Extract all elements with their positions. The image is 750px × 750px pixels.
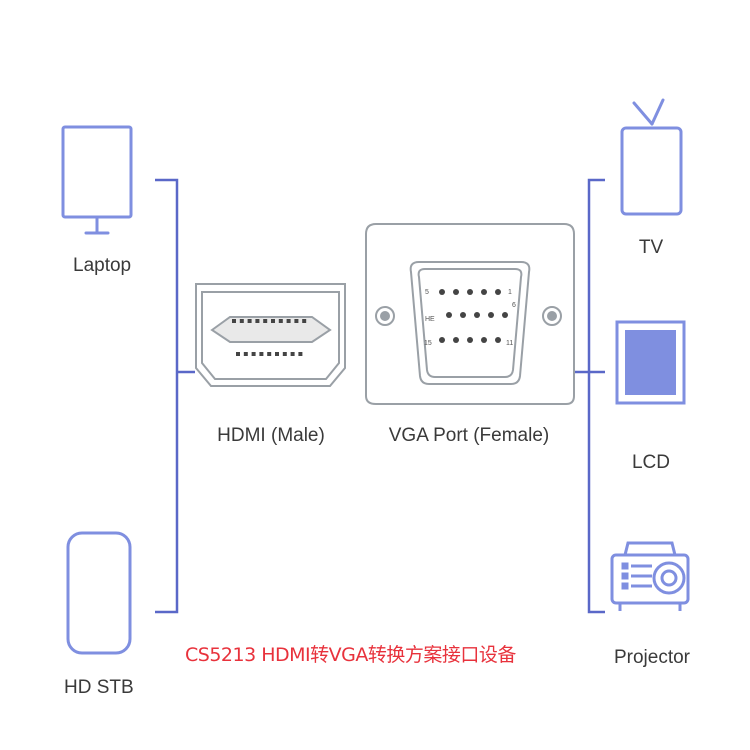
hdmi-pin: [255, 319, 260, 323]
projector-label: Projector: [613, 647, 691, 668]
vga-pin: [446, 312, 452, 318]
hdmi-pin: [232, 319, 236, 323]
vga-pins: [439, 289, 508, 343]
caption: CS5213 HDMI转VGA转换方案接口设备: [185, 644, 516, 666]
vga-pin: [495, 337, 501, 343]
vga-pin: [488, 312, 494, 318]
hdmi-pin: [247, 319, 252, 323]
lcd-label: LCD: [631, 452, 671, 473]
vga-pin: [474, 312, 480, 318]
hdmi-label: HDMI (Male): [217, 425, 325, 446]
vga-pin-label-11: 11: [506, 340, 513, 347]
vga-pin: [467, 337, 473, 343]
vga-pin-label-10: HE: [425, 316, 435, 323]
vga-label: VGA Port (Female): [388, 425, 550, 446]
hdmi-pin: [282, 352, 287, 356]
vga-pin-labels: 5 1 HE 6 15 11: [424, 289, 516, 347]
hdmi-pins: [232, 319, 307, 356]
vga-pin: [460, 312, 466, 318]
hdmi-pin: [236, 352, 240, 356]
vga-pin: [481, 289, 487, 295]
vga-pin-label-1: 1: [508, 289, 512, 296]
hdmi-pin: [298, 352, 303, 356]
vga-pin: [453, 337, 459, 343]
vga-pin: [439, 289, 445, 295]
hdmi-pin: [243, 352, 248, 356]
hdmi-pin: [302, 319, 307, 323]
vga-port-icon: [365, 223, 575, 405]
right-bracket: [573, 178, 605, 614]
vga-pin-label-5: 5: [425, 289, 429, 296]
hdmi-pin: [275, 352, 279, 356]
hdmi-pin: [294, 319, 299, 323]
vga-pin-label-15: 15: [424, 340, 432, 347]
hd-stb-icon: [66, 531, 132, 655]
hdmi-pin: [290, 352, 295, 356]
tv-icon: [620, 98, 683, 216]
hdmi-pin: [278, 319, 283, 323]
left-bracket: [155, 178, 195, 614]
vga-pin: [439, 337, 445, 343]
vga-pin: [453, 289, 459, 295]
hdmi-pin: [263, 319, 268, 323]
hdmi-pin: [286, 319, 291, 323]
hdmi-pin: [239, 319, 244, 323]
hd-stb-label: HD STB: [64, 677, 134, 698]
vga-pin: [502, 312, 508, 318]
laptop-icon: [61, 125, 133, 235]
vga-pin: [467, 289, 473, 295]
projector-icon: [610, 541, 690, 611]
hdmi-pin: [267, 352, 272, 356]
tv-label: TV: [638, 237, 664, 258]
hdmi-pin: [251, 352, 256, 356]
vga-pin: [495, 289, 501, 295]
vga-pin-label-6: 6: [512, 302, 516, 309]
vga-pin: [481, 337, 487, 343]
hdmi-pin: [271, 319, 275, 323]
lcd-icon: [615, 320, 686, 405]
hdmi-connector-icon: [195, 283, 346, 387]
hdmi-pin: [259, 352, 264, 356]
laptop-label: Laptop: [73, 255, 132, 276]
